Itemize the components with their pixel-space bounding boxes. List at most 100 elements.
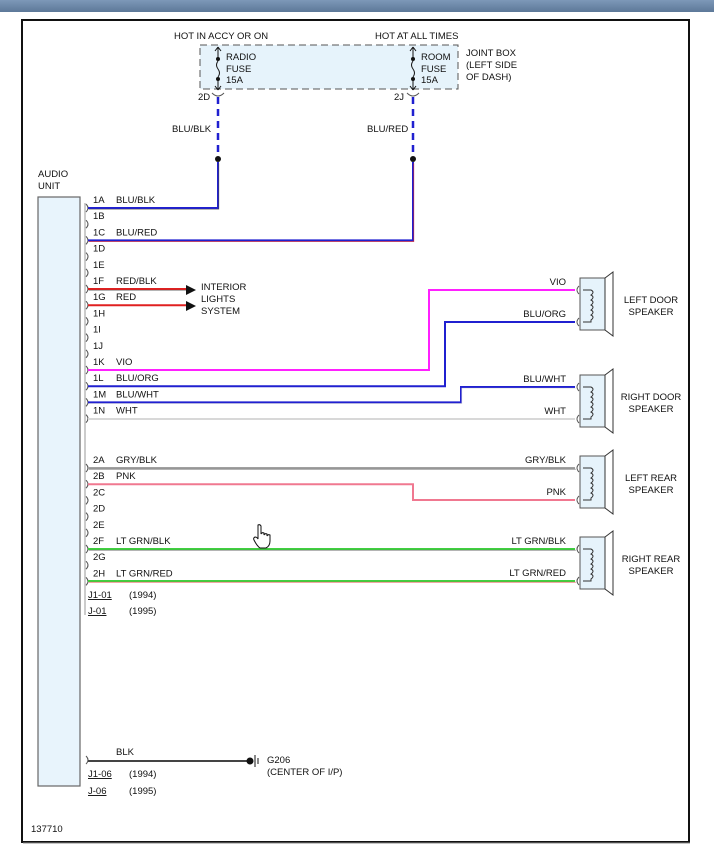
pin-label: 1I [93,325,101,336]
pin-terminal-icon [85,463,89,473]
speaker-terminal-icon [576,317,580,327]
pin-label: 1J [93,341,103,352]
fuse-header-room: HOT AT ALL TIMES [375,31,458,42]
terminal-2j-label: 2J [394,92,404,103]
radio-fuse-icon [214,46,222,91]
speaker-name: RIGHT DOOR [621,392,682,403]
joint-box-label-line1: JOINT BOX [466,48,517,59]
pin-label: 1L [93,373,104,384]
connector-notes-main: J1-01 (1994) J-01 (1995) [88,590,156,617]
joint-box-label-line2: (LEFT SIDE [466,60,517,71]
pin-label: 1D [93,244,105,255]
speaker-cone-icon [604,449,614,515]
window-title-bar [0,0,714,12]
arrow-icon [186,285,196,295]
speaker-name: SPEAKER [629,307,674,318]
pin-terminal-icon [85,512,89,521]
pin-label: 2D [93,504,105,515]
speaker-coil-icon [583,467,594,501]
ground-label-line1: G206 [267,755,290,766]
interior-lights-label-line1: INTERIOR [201,282,247,293]
pin-label: 1H [93,308,105,319]
pin-label: 1K [93,357,105,368]
speaker-name: RIGHT REAR [622,554,681,565]
room-fuse-icon [409,46,417,91]
pin-label: 2A [93,455,105,466]
speaker-wire-label: BLU/WHT [523,374,566,385]
speaker-name: LEFT REAR [625,473,677,484]
terminal-2j-icon [406,92,420,97]
pin-terminal-icon [85,496,89,505]
connector-id: J1-06 [88,769,112,780]
pin-terminal-icon [85,398,89,407]
wire-pnk [88,483,575,501]
connector-id: J1-01 [88,590,112,601]
pin-wire-label: VIO [116,357,132,368]
ground-wire-label: BLK [116,747,135,758]
room-fuse-rating: 15A [421,75,439,86]
pin-terminal-icon [85,252,89,261]
pin-terminal-icon [85,268,89,278]
pin-terminal-icon [85,365,89,375]
pin-label: 2B [93,471,105,482]
terminal-2d-label: 2D [198,92,210,103]
pin-label: 1C [93,227,105,238]
ground-terminal-icon [85,755,89,765]
speaker-cone-icon [604,368,614,434]
connector-year: (1994) [129,590,156,601]
pin-terminal-icon [85,528,89,538]
speaker-wire-label: GRY/BLK [525,455,567,466]
pin-wire-label: BLU/RED [116,227,157,238]
speaker-name: SPEAKER [629,566,674,577]
speaker-terminal-icon [576,463,580,473]
speaker-terminal-icon [576,414,580,424]
speaker-terminal-icon [576,285,580,295]
pin-label: 1E [93,260,105,271]
joint-box-outline [199,44,459,90]
terminal-2d-icon [211,92,225,97]
wire-blu-blk [88,162,219,209]
radio-fuse-name2: FUSE [226,64,251,75]
radio-fuse-rating: 15A [226,75,244,86]
connector-year: (1994) [129,769,156,780]
ground-label-line2: (CENTER OF I/P) [267,767,342,778]
wire-blu-red-stripe [88,163,415,242]
pin-terminal-icon [85,203,89,213]
joint-box: HOT IN ACCY OR ON HOT AT ALL TIMES JOINT… [172,31,517,162]
connector-year: (1995) [129,606,156,617]
pin-terminal-icon [85,577,89,586]
speaker-coil-icon [583,289,594,323]
pin-wire-label: WHT [116,406,138,417]
audio-unit-label-line2: UNIT [38,181,60,192]
speaker-coil-icon [583,548,594,582]
ground-icon [246,757,254,765]
fuse-header-radio: HOT IN ACCY OR ON [174,31,268,42]
speaker-wire-label: LT GRN/BLK [511,536,566,547]
pin-wire-label: RED [116,292,136,303]
pin-terminal-icon [85,349,89,359]
connector-year: (1995) [129,786,156,797]
interior-lights: INTERIOR LIGHTS SYSTEM [186,282,247,317]
pin-terminal-icon [85,544,89,554]
wire-blu-wht [88,386,575,404]
pin-terminal-icon [85,560,89,570]
speaker-terminal-icon [576,382,580,392]
joint-box-label-line3: OF DASH) [466,72,511,83]
speaker-cone-icon [604,530,614,596]
pin-terminal-icon [85,333,89,342]
speaker-wire-label: PNK [546,487,566,498]
pin-terminal-icon [85,284,89,294]
pin-label: 1G [93,292,106,303]
ground-circuit: BLK G206 (CENTER OF I/P) J1-06 (1994) J-… [85,747,342,797]
arrow-icon [186,301,196,311]
feed-label-blu-blk: BLU/BLK [172,124,212,135]
audio-unit: AUDIO UNIT [37,169,86,787]
hand-cursor-icon [253,524,271,549]
interior-lights-label-line3: SYSTEM [201,306,240,317]
pin-terminal-icon [85,381,89,391]
